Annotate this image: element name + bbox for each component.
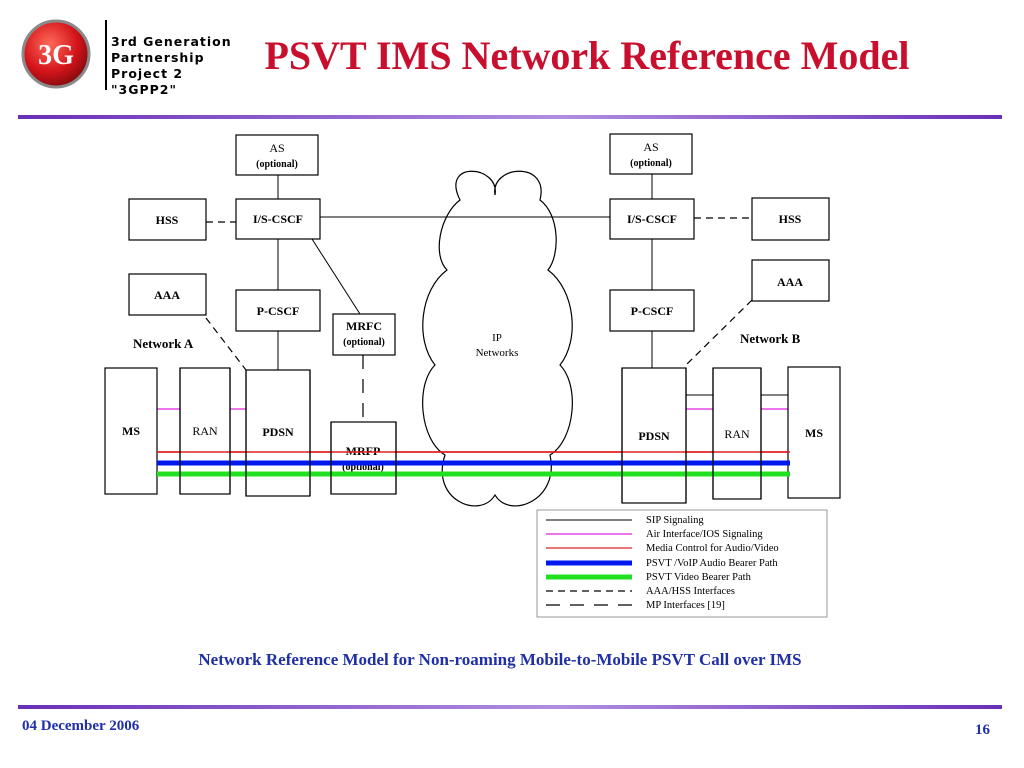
diagram-legend: SIP Signaling Air Interface/IOS Signalin… — [536, 509, 828, 618]
hss-right-node: HSS — [751, 197, 830, 241]
logo-mark: 3G — [38, 40, 74, 71]
svg-text:MS: MS — [805, 426, 823, 440]
logo-line: Project 2 — [111, 66, 184, 81]
svg-text:P-CSCF: P-CSCF — [257, 304, 300, 318]
svg-text:PDSN: PDSN — [262, 425, 294, 439]
legend-label: MP Interfaces [19] — [646, 600, 725, 611]
title-divider — [18, 115, 1002, 119]
svg-text:PDSN: PDSN — [638, 429, 670, 443]
svg-text:AAA: AAA — [154, 288, 180, 302]
slide-title: PSVT IMS Network Reference Model — [264, 33, 910, 78]
cloud-label-line1: IP — [492, 332, 502, 344]
iscscf-right-node: I/S-CSCF — [609, 198, 695, 240]
cloud-label-line2: Networks — [476, 347, 519, 359]
legend-label: Air Interface/IOS Signaling — [646, 529, 763, 540]
ran-right-node: RAN — [712, 367, 762, 500]
logo-line: 3rd Generation — [111, 34, 232, 49]
pdsn-right-node: PDSN — [621, 367, 687, 504]
pcscf-right-node: P-CSCF — [609, 289, 695, 332]
svg-text:P-CSCF: P-CSCF — [631, 304, 674, 318]
as-left-node: AS (optional) — [235, 134, 319, 176]
legend-label: SIP Signaling — [646, 515, 704, 526]
network-b-label: Network B — [740, 331, 801, 346]
3g-badge-icon: 3G — [21, 19, 91, 89]
network-reference-diagram: IP Networks AS (optional) HSS — [104, 133, 841, 618]
svg-text:I/S-CSCF: I/S-CSCF — [627, 212, 677, 226]
svg-text:RAN: RAN — [192, 424, 218, 438]
ms-right-node: MS — [787, 366, 841, 499]
box-edges-overlay — [179, 368, 762, 503]
svg-text:(optional): (optional) — [342, 462, 384, 473]
mrfc-node: MRFC (optional) — [332, 313, 396, 356]
network-a-label: Network A — [133, 336, 194, 351]
iscscf-left-node: I/S-CSCF — [235, 198, 321, 240]
svg-text:RAN: RAN — [724, 427, 750, 441]
pdsn-left-node: PDSN — [245, 369, 311, 497]
svg-text:HSS: HSS — [779, 212, 802, 226]
ms-left-node: MS — [104, 367, 158, 495]
logo-wordmark: 3rd Generation Partnership Project 2 "3G… — [111, 34, 232, 98]
svg-text:AS: AS — [643, 140, 658, 154]
svg-text:(optional): (optional) — [630, 158, 672, 169]
svg-text:(optional): (optional) — [343, 337, 385, 348]
svg-text:AS: AS — [269, 141, 284, 155]
legend-label: PSVT Video Bearer Path — [646, 572, 752, 583]
logo-line: Partnership — [111, 50, 205, 65]
svg-text:MRFP: MRFP — [346, 444, 381, 458]
ip-networks-cloud — [422, 170, 573, 507]
3gpp2-logo: 3G 3rd Generation Partnership Project 2 … — [18, 14, 233, 97]
legend-label: AAA/HSS Interfaces — [646, 586, 735, 597]
hss-left-node: HSS — [128, 198, 207, 241]
legend-label: PSVT /VoIP Audio Bearer Path — [646, 558, 778, 569]
aaa-left-node: AAA — [128, 273, 207, 316]
as-right-node: AS (optional) — [609, 133, 693, 175]
footer-divider — [18, 705, 1002, 709]
svg-text:MS: MS — [122, 424, 140, 438]
logo-divider — [105, 20, 107, 90]
svg-text:HSS: HSS — [156, 213, 179, 227]
footer-date: 04 December 2006 — [22, 718, 140, 734]
svg-text:(optional): (optional) — [256, 159, 298, 170]
svg-text:AAA: AAA — [777, 275, 803, 289]
pcscf-left-node: P-CSCF — [235, 289, 321, 332]
logo-line: "3GPP2" — [111, 82, 178, 97]
page-number: 16 — [975, 722, 990, 738]
aaa-right-node: AAA — [751, 259, 830, 302]
mrfp-node: MRFP (optional) — [330, 421, 397, 495]
svg-text:I/S-CSCF: I/S-CSCF — [253, 212, 303, 226]
legend-label: Media Control for Audio/Video — [646, 543, 779, 554]
diagram-caption: Network Reference Model for Non-roaming … — [198, 650, 802, 669]
aaa-hss-interfaces — [205, 217, 753, 371]
svg-text:MRFC: MRFC — [346, 319, 382, 333]
